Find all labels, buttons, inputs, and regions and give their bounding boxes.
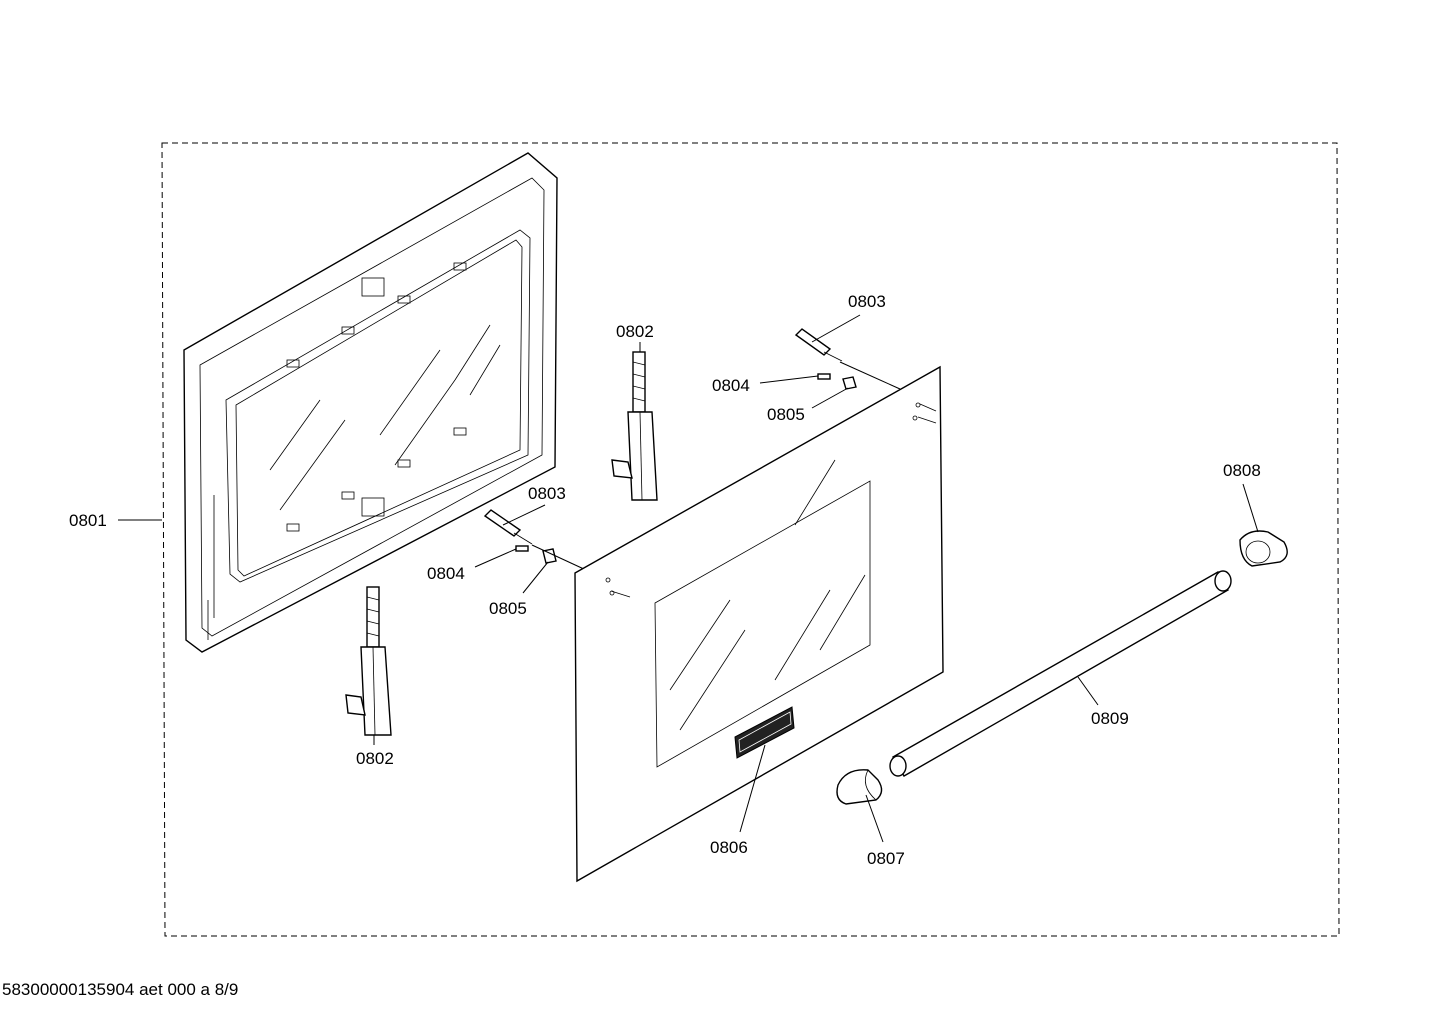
label-0802-upper: 0802: [616, 322, 654, 341]
label-0804-lower: 0804: [427, 564, 465, 583]
label-0807: 0807: [867, 849, 905, 868]
hinge-upper: [611, 351, 658, 501]
fasteners-upper: [794, 328, 901, 390]
label-0804-upper: 0804: [712, 376, 750, 395]
assembly-boundary: [161, 142, 1340, 937]
outer-door-panel: [574, 365, 944, 883]
handle-bar: [889, 570, 1232, 777]
handle-end-cap-left: [836, 769, 883, 805]
label-0805-upper: 0805: [767, 405, 805, 424]
inner-door-frame: [183, 152, 558, 653]
leader-lines: [118, 314, 1259, 843]
label-0806: 0806: [710, 838, 748, 857]
handle-end-cap-right: [1239, 530, 1288, 567]
label-0801: 0801: [69, 511, 107, 530]
label-0803-lower: 0803: [528, 484, 566, 503]
label-0802-lower: 0802: [356, 749, 394, 768]
label-0809: 0809: [1091, 709, 1129, 728]
diagram-reference-code: 58300000135904 aet 000 a 8/9: [2, 980, 239, 999]
fasteners-lower: [483, 509, 587, 571]
label-0805-lower: 0805: [489, 599, 527, 618]
label-0808: 0808: [1223, 461, 1261, 480]
label-0803-upper: 0803: [848, 292, 886, 311]
hinge-lower: [345, 586, 392, 736]
brand-badge-icon: [734, 706, 795, 759]
